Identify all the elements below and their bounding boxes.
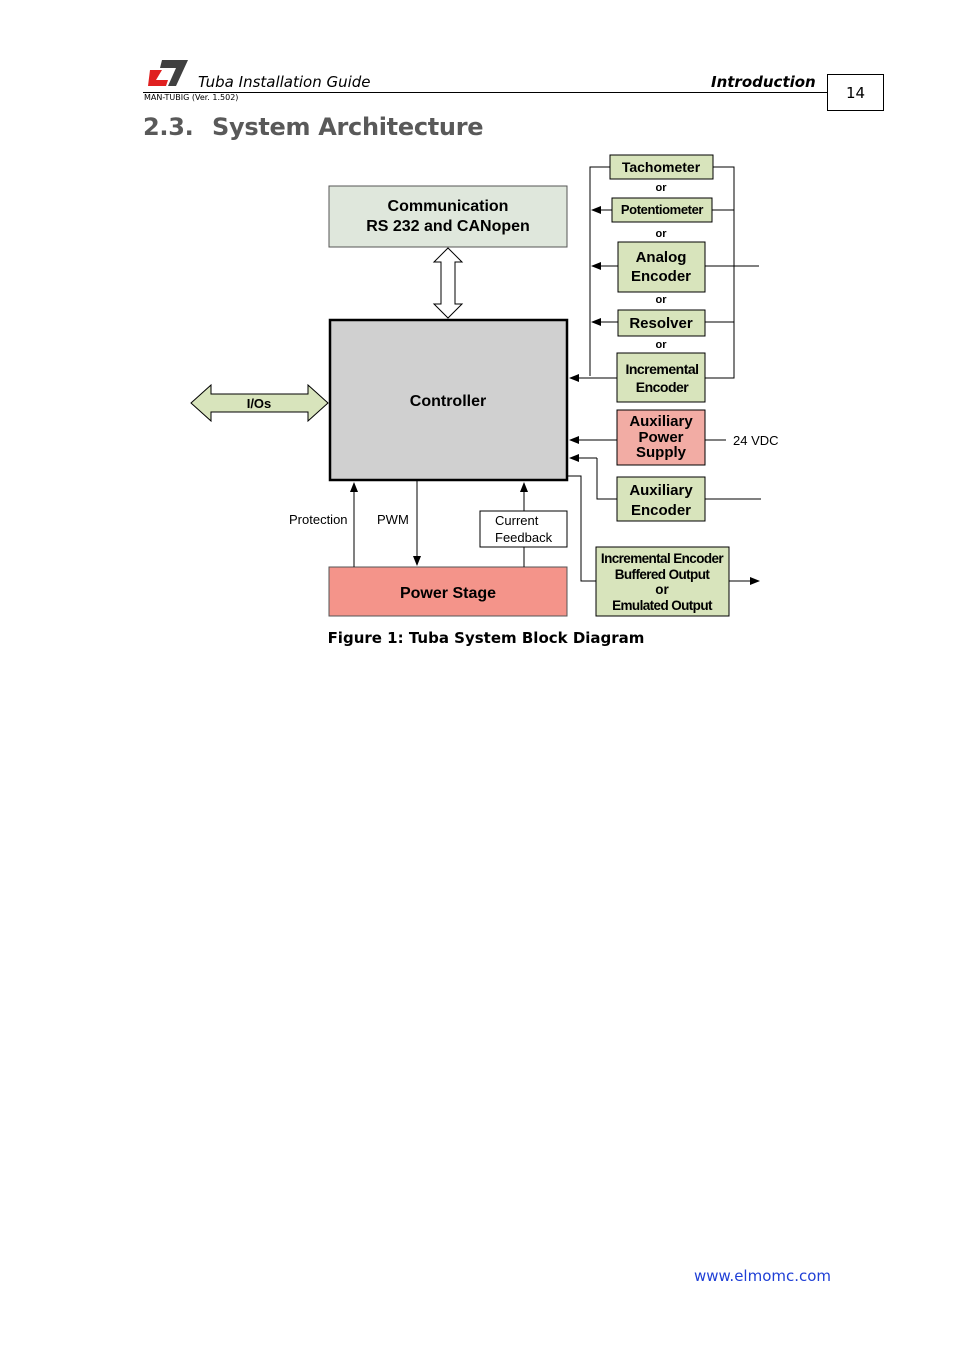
system-block-diagram: Communication RS 232 and CANopen Control… [190,154,779,617]
section-title: System Architecture [212,113,484,141]
analog-label-1: Analog [636,249,687,266]
power-stage-label: Power Stage [400,585,496,602]
analog-encoder-block: Analog Encoder [617,241,706,293]
buffered-label-2: Buffered Output [615,567,711,582]
section-name: Introduction [711,73,816,91]
or-label: or [656,339,668,351]
auxiliary-power-block: Auxiliary Power Supply [616,409,706,466]
section-heading: 2.3. System Architecture [143,113,484,141]
analog-label-2: Encoder [631,268,691,285]
section-number: 2.3. [143,113,194,141]
communication-label-2: RS 232 and CANopen [366,218,530,235]
power-stage-block: Power Stage [328,566,568,617]
aux-power-label-3: Supply [636,444,687,461]
tachometer-block: Tachometer [609,154,714,180]
figure-caption: Figure 1: Tuba System Block Diagram [327,629,645,647]
communication-bus-arrow [432,247,464,319]
or-label: or [656,228,668,240]
pwm-label: PWM [377,512,409,527]
potentiometer-label: Potentiometer [621,202,704,217]
protection-label: Protection [289,512,348,527]
potentiometer-block: Potentiometer [611,197,713,223]
footer-link[interactable]: www.elmomc.com [694,1267,832,1285]
current-feedback-box: Current Feedback [479,510,568,548]
auxiliary-encoder-block: Auxiliary Encoder [616,476,706,522]
page-number: 14 [827,74,884,111]
resolver-label: Resolver [629,315,693,332]
vdc-label: 24 VDC [733,433,779,448]
controller-block: Controller [328,318,569,482]
communication-block: Communication RS 232 and CANopen [328,185,568,248]
aux-power-label-1: Auxiliary [629,413,693,430]
current-label-2: Feedback [495,530,553,545]
header-rule [143,92,827,93]
buffered-label-1: Incremental Encoder [601,551,724,566]
buffered-label-4: Emulated Output [612,598,713,613]
incremental-label-1: Incremental [625,361,698,377]
controller-label: Controller [410,393,486,410]
buffered-label-3: or [655,582,669,597]
tachometer-label: Tachometer [622,159,701,175]
document-code: MAN-TUBIG (Ver. 1.502) [144,93,239,102]
resolver-block: Resolver [617,309,706,337]
aux-encoder-label-2: Encoder [631,502,691,519]
document-title: Tuba Installation Guide [198,73,371,91]
ios-block: I/Os [190,383,329,423]
ios-label: I/Os [247,396,272,411]
aux-encoder-label-1: Auxiliary [629,482,693,499]
aux-power-label-2: Power [638,429,683,446]
buffered-output-block: Incremental Encoder Buffered Output or E… [595,546,730,617]
feedback-connections [569,166,759,382]
or-label: or [656,182,668,194]
elmo-logo [148,60,188,86]
incremental-encoder-block: Incremental Encoder [616,352,706,403]
current-label-1: Current [495,513,539,528]
communication-label-1: Communication [388,198,509,215]
or-label: or [656,294,668,306]
incremental-label-2: Encoder [636,379,690,395]
